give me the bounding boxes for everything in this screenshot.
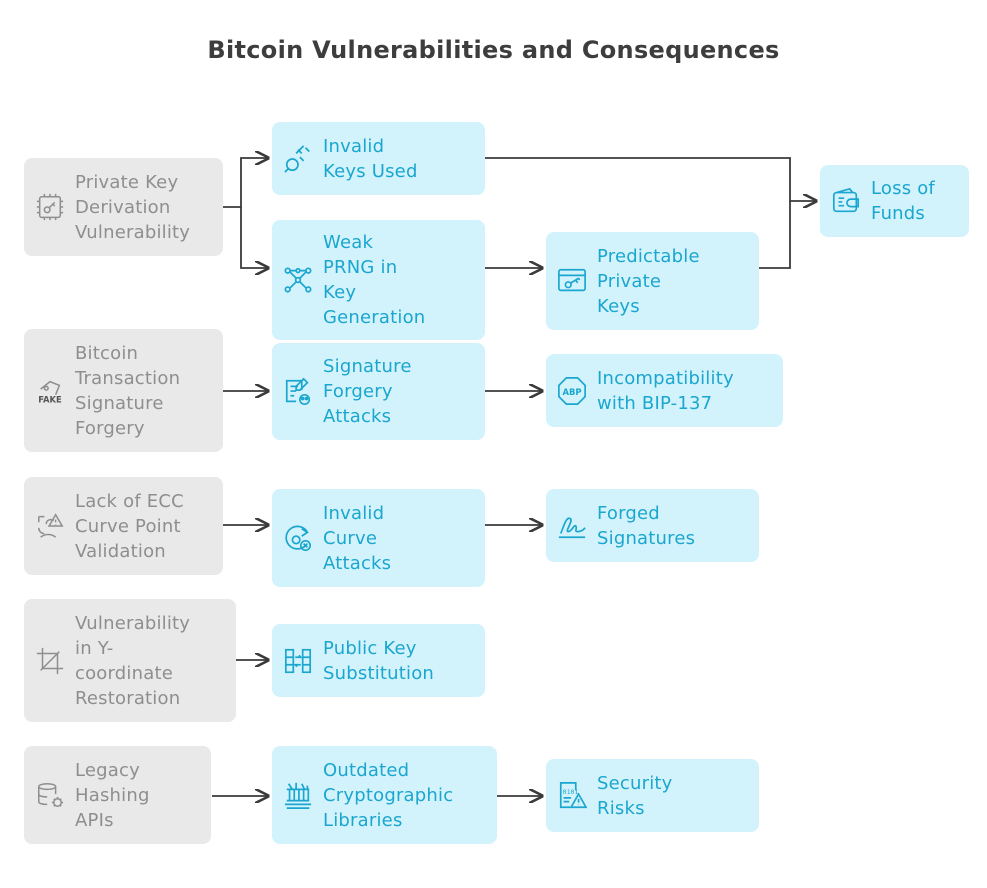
curve-warning-icon	[34, 510, 66, 542]
binary-warning-icon: 0101	[556, 780, 588, 812]
random-network-icon	[282, 264, 314, 296]
signature-icon	[556, 510, 588, 542]
curve-cancel-icon	[282, 522, 314, 554]
connector-predictable-loss	[759, 201, 791, 269]
swap-columns-icon	[282, 645, 314, 677]
svg-text:ABP: ABP	[562, 386, 581, 396]
connector-derivation-weak-prng	[240, 207, 268, 268]
fake-document-icon: FAKE	[34, 375, 66, 407]
node-label: Invalid Keys Used	[323, 135, 418, 182]
node-label: Weak PRNG in Key Generation	[323, 232, 426, 328]
node-signature-forgery-attacks: Signature Forgery Attacks	[272, 343, 485, 440]
svg-text:FAKE: FAKE	[38, 394, 62, 404]
node-invalid-keys-used: Invalid Keys Used	[272, 122, 485, 195]
node-predictable-private-keys: Predictable Private Keys	[546, 232, 759, 330]
database-bug-icon	[34, 779, 66, 811]
abp-badge-icon: ABP	[556, 375, 588, 407]
node-label: Forged Signatures	[597, 502, 696, 549]
node-label: Invalid Curve Attacks	[323, 502, 392, 574]
node-label: Predictable Private Keys	[597, 245, 700, 317]
node-loss-of-funds: Loss of Funds	[820, 165, 969, 237]
node-label: Vulnerability in Y- coordinate Restorati…	[75, 612, 191, 709]
node-label: Legacy Hashing APIs	[75, 759, 150, 831]
node-label: Bitcoin Transaction Signature Forgery	[75, 342, 181, 439]
crop-icon	[34, 645, 66, 677]
node-legacy-hashing-apis: Legacy Hashing APIs	[24, 746, 211, 844]
node-lack-of-ecc-validation: Lack of ECC Curve Point Validation	[24, 477, 223, 575]
node-outdated-crypto-libraries: Outdated Cryptographic Libraries	[272, 746, 497, 844]
node-label: Public Key Substitution	[323, 637, 435, 684]
wallet-icon	[830, 185, 862, 217]
node-label: Lack of ECC Curve Point Validation	[75, 490, 184, 562]
node-bitcoin-tx-signature-forgery: FAKE Bitcoin Transaction Signature Forge…	[24, 329, 223, 452]
node-incompatibility-bip137: ABP Incompatibility with BIP-137	[546, 354, 783, 427]
library-icon	[282, 779, 314, 811]
node-y-coordinate-restoration: Vulnerability in Y- coordinate Restorati…	[24, 599, 236, 722]
svg-text:0101: 0101	[563, 788, 579, 796]
key-derivation-icon	[34, 191, 66, 223]
node-label: Incompatibility with BIP-137	[597, 367, 734, 414]
node-weak-prng: Weak PRNG in Key Generation	[272, 220, 485, 340]
node-security-risks: 0101 Security Risks	[546, 759, 759, 832]
node-label: Outdated Cryptographic Libraries	[323, 759, 454, 831]
node-label: Signature Forgery Attacks	[323, 356, 412, 427]
node-forged-signatures: Forged Signatures	[546, 489, 759, 562]
key-icon	[282, 143, 314, 175]
node-private-key-derivation: Private Key Derivation Vulnerability	[24, 158, 223, 256]
node-invalid-curve-attacks: Invalid Curve Attacks	[272, 489, 485, 587]
node-label: Private Key Derivation Vulnerability	[75, 171, 191, 243]
node-label: Loss of Funds	[871, 178, 935, 224]
diagram-title: Bitcoin Vulnerabilities and Consequences	[207, 36, 780, 64]
node-public-key-substitution: Public Key Substitution	[272, 624, 485, 697]
window-key-icon	[556, 265, 588, 297]
connector-invalid-keys-loss	[485, 157, 816, 201]
connector-derivation-invalid-keys	[212, 158, 268, 208]
document-skull-icon	[282, 376, 314, 408]
node-label: Security Risks	[597, 772, 673, 819]
